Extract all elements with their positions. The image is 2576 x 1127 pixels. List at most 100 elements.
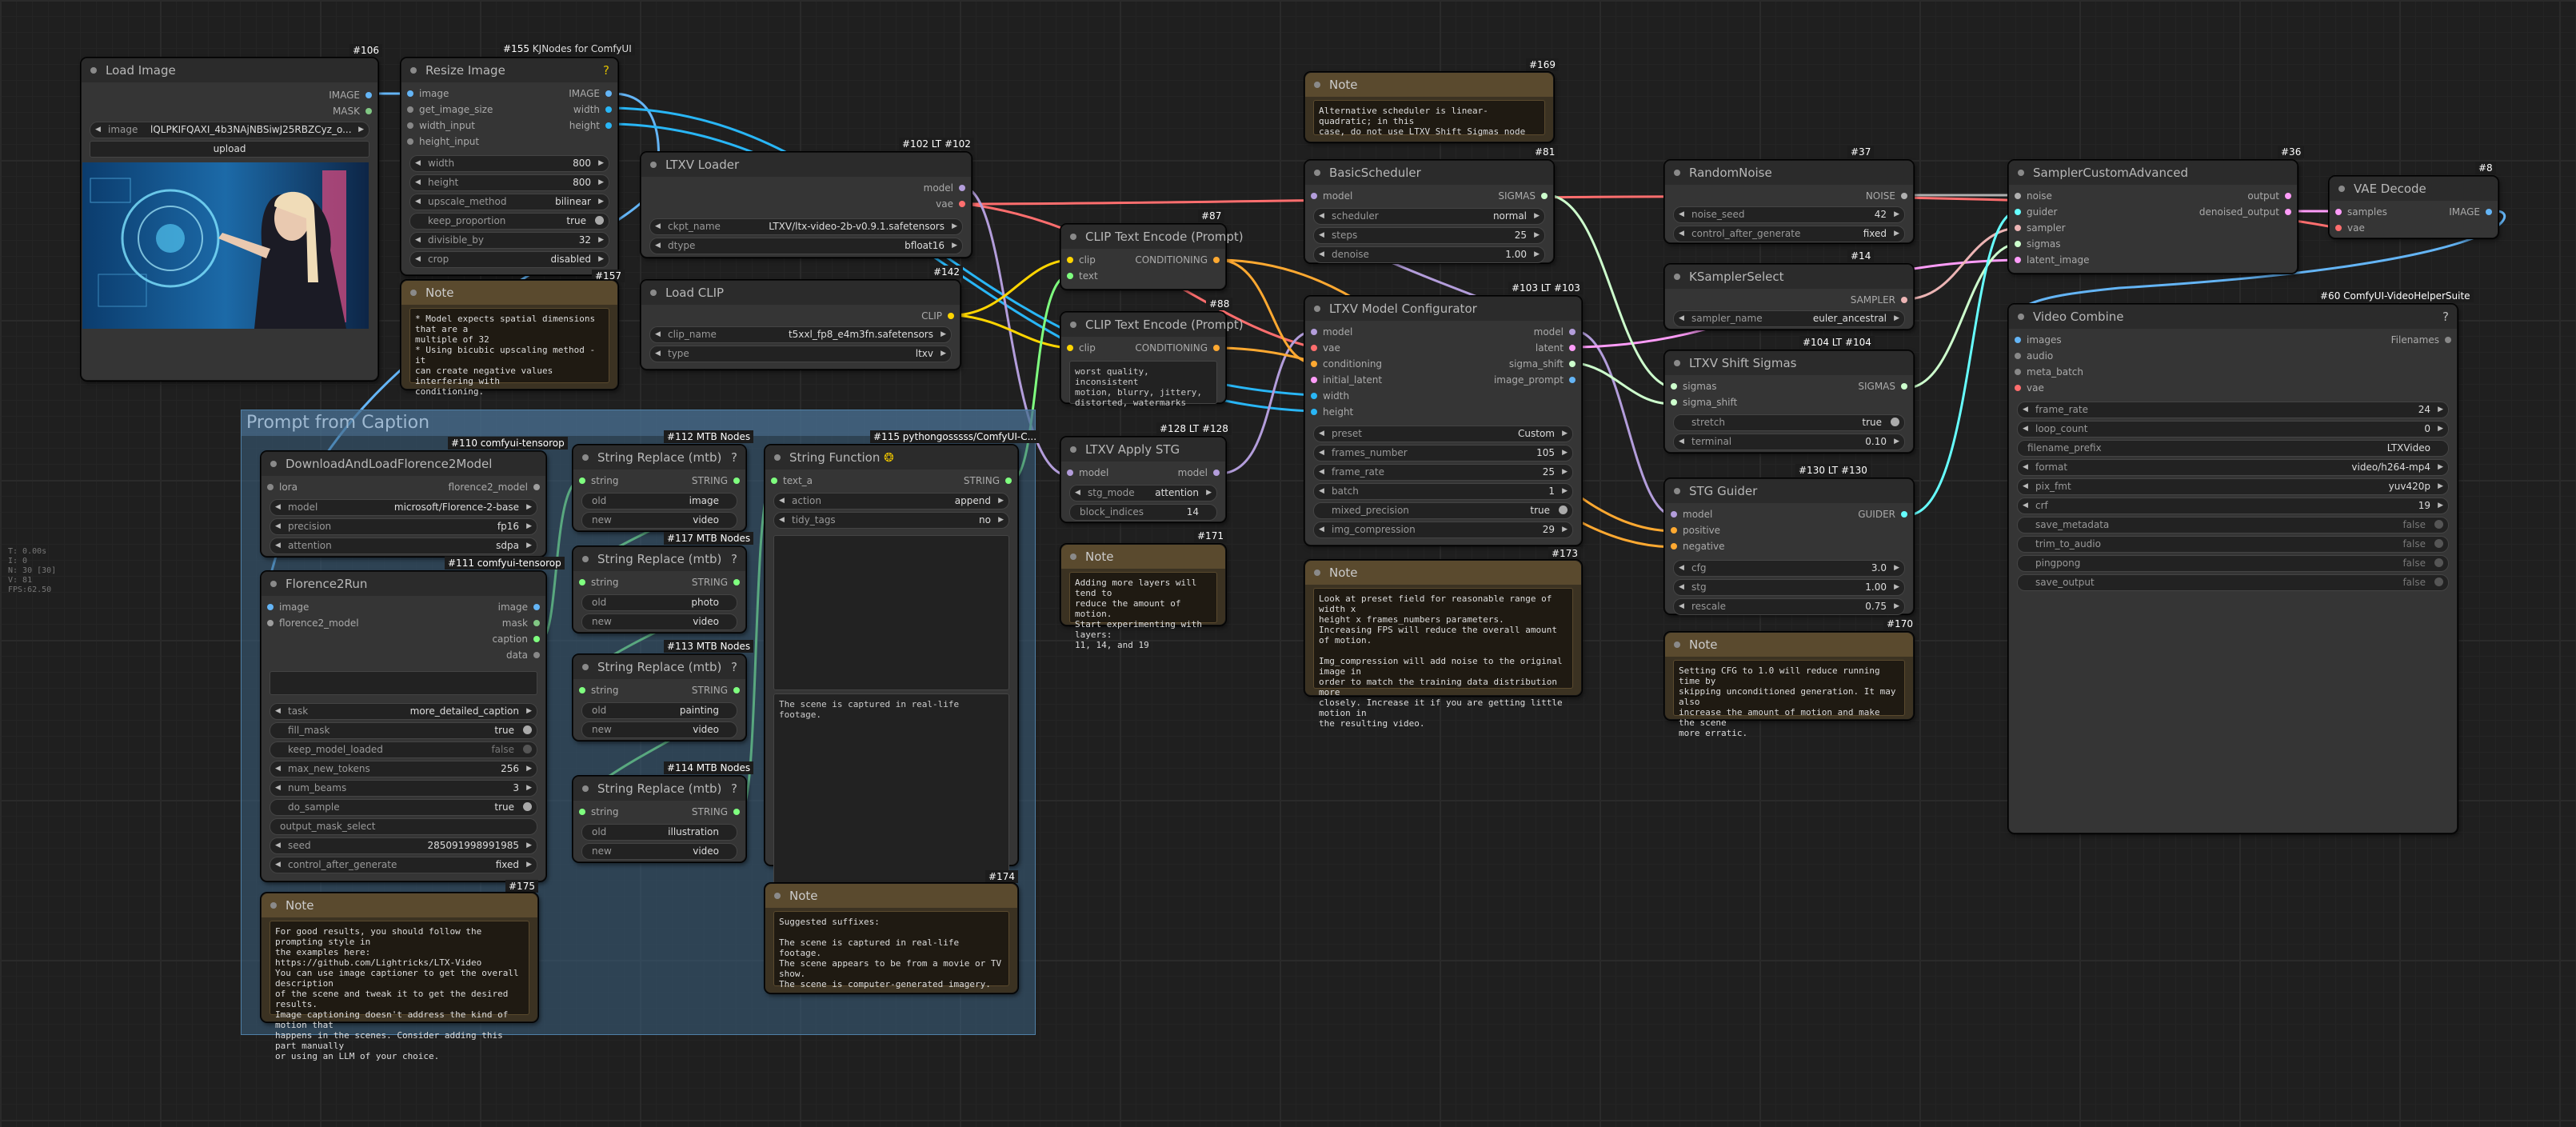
output-model[interactable]: model — [1178, 465, 1225, 481]
input-samples[interactable]: samples — [2330, 204, 2410, 220]
input-vae[interactable]: vae — [2009, 380, 2129, 396]
output-latent[interactable]: latent — [1461, 340, 1581, 356]
help-icon[interactable]: ? — [731, 660, 737, 674]
node-title[interactable]: Note — [401, 281, 617, 305]
output-model[interactable]: model — [1461, 324, 1581, 340]
input-latent-image[interactable]: latent_image — [2009, 252, 2137, 268]
note-text[interactable]: Adding more layers will tend to reduce t… — [1069, 572, 1217, 650]
node-title[interactable]: Note — [262, 893, 537, 917]
input-guider[interactable]: guider — [2009, 204, 2137, 220]
node-string-function[interactable]: String Function ❂ text_a STRING actionap… — [765, 445, 1018, 889]
node-title[interactable]: CLIP Text Encode (Prompt) — [1061, 313, 1244, 337]
output-string[interactable]: STRING — [964, 473, 1017, 489]
output-image[interactable]: IMAGE — [2449, 204, 2498, 220]
negative-prompt-text[interactable]: worst quality, inconsistent motion, blur… — [1069, 361, 1217, 408]
note-text[interactable]: Setting CFG to 1.0 will reduce running t… — [1673, 660, 1905, 738]
input-model[interactable]: model — [1305, 324, 1425, 340]
output-noise[interactable]: NOISE — [1665, 188, 1913, 204]
input-text-a[interactable]: text_a — [765, 473, 813, 489]
note-stg-layers[interactable]: Note Adding more layers will tend to red… — [1060, 544, 1226, 650]
input-florence2-model[interactable]: florence2_model — [262, 615, 389, 631]
help-icon[interactable]: ? — [731, 781, 737, 796]
node-ksampler-select[interactable]: KSamplerSelect SAMPLER sampler_nameeuler… — [1664, 264, 1914, 330]
upload-button[interactable]: upload — [90, 141, 369, 158]
node-title[interactable]: LTXV Shift Sigmas — [1665, 351, 1913, 375]
input-audio[interactable]: audio — [2009, 348, 2129, 364]
node-title[interactable]: BasicScheduler — [1305, 161, 1553, 185]
output-string[interactable]: STRING — [692, 804, 745, 820]
input-width[interactable]: width_input — [401, 118, 521, 134]
image-select[interactable]: imagelQLPKIFQAXI_4b3NAjNBSiwJ25RBZCyz_o.… — [90, 122, 369, 138]
node-download-florence2-model[interactable]: DownloadAndLoadFlorence2Model lora flore… — [261, 451, 546, 557]
node-title[interactable]: LTXV Loader — [641, 153, 971, 177]
output-data[interactable]: data — [449, 647, 545, 663]
output-caption[interactable]: caption — [449, 631, 545, 647]
node-title[interactable]: SamplerCustomAdvanced — [2009, 161, 2297, 185]
input-model[interactable]: model — [1665, 506, 1777, 522]
output-image[interactable]: IMAGE — [521, 86, 617, 102]
note-suggested-suffixes[interactable]: Note Suggested suffixes: The scene is ca… — [765, 883, 1018, 993]
node-ltxv-loader[interactable]: LTXV Loader model vae ckpt_nameLTXV/ltx-… — [641, 152, 972, 258]
node-title[interactable]: String Replace (mtb)? — [573, 655, 745, 679]
node-title[interactable]: String Replace (mtb)? — [573, 777, 745, 801]
output-mask[interactable]: MASK — [82, 103, 377, 119]
node-load-image[interactable]: Load Image IMAGE MASK imagelQLPKIFQAXI_4… — [81, 58, 378, 381]
text-input-field[interactable] — [270, 671, 537, 695]
node-sampler-custom-advanced[interactable]: SamplerCustomAdvanced noise guider sampl… — [2008, 160, 2298, 274]
input-height[interactable]: height — [1305, 404, 1425, 420]
output-clip[interactable]: CLIP — [641, 308, 960, 324]
help-icon[interactable]: ? — [2442, 310, 2449, 324]
output-sigma-shift[interactable]: sigma_shift — [1461, 356, 1581, 372]
text-c-field[interactable]: The scene is captured in real-life foota… — [773, 693, 1009, 889]
node-title[interactable]: String Replace (mtb)? — [573, 446, 745, 470]
node-basic-scheduler[interactable]: BasicScheduler model SIGMAS schedulernor… — [1304, 160, 1554, 263]
output-vae[interactable]: vae — [641, 196, 971, 212]
input-width[interactable]: width — [1305, 388, 1425, 404]
input-height[interactable]: height_input — [401, 134, 521, 150]
node-title[interactable]: LTXV Model Configurator — [1305, 297, 1581, 321]
output-mask[interactable]: mask — [449, 615, 545, 631]
input-string[interactable]: string — [573, 473, 618, 489]
output-image[interactable]: IMAGE — [82, 87, 377, 103]
output-output[interactable]: output — [2161, 188, 2297, 204]
node-title[interactable]: STG Guider — [1665, 479, 1913, 503]
input-image[interactable]: image — [262, 599, 389, 615]
input-images[interactable]: images — [2009, 332, 2129, 348]
note-text[interactable]: Look at preset field for reasonable rang… — [1313, 588, 1573, 729]
node-vae-decode[interactable]: VAE Decode samples vae IMAGE — [2329, 176, 2498, 238]
node-title[interactable]: Note — [1305, 561, 1581, 585]
output-image[interactable]: image — [449, 599, 545, 615]
input-negative[interactable]: negative — [1665, 538, 1777, 554]
